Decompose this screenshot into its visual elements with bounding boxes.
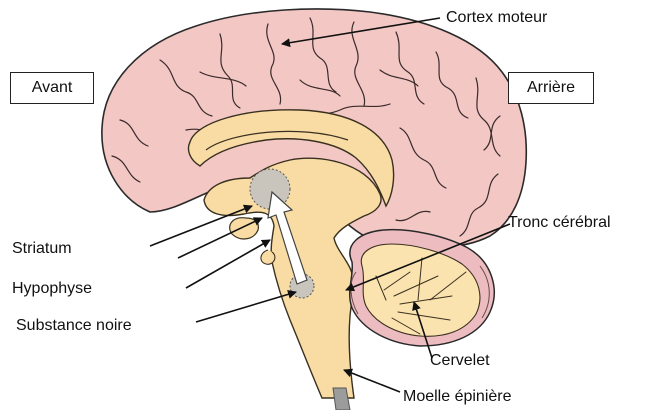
brainstem-label: Tronc cérébral xyxy=(508,214,611,232)
spinal-cord-label: Moelle épinière xyxy=(403,388,512,406)
pituitary-label: Hypophyse xyxy=(12,280,92,298)
arrow-hypophyse xyxy=(186,240,270,288)
back-label-box: Arrière xyxy=(508,72,594,104)
motor-cortex-label: Cortex moteur xyxy=(446,9,547,27)
substantia-nigra-label: Substance noire xyxy=(16,317,132,335)
arrow-substance xyxy=(196,292,296,322)
front-label-box: Avant xyxy=(10,72,94,104)
striatum-label: Striatum xyxy=(12,240,72,258)
cerebellum-label: Cervelet xyxy=(430,352,490,370)
pituitary-lobe xyxy=(261,250,275,264)
